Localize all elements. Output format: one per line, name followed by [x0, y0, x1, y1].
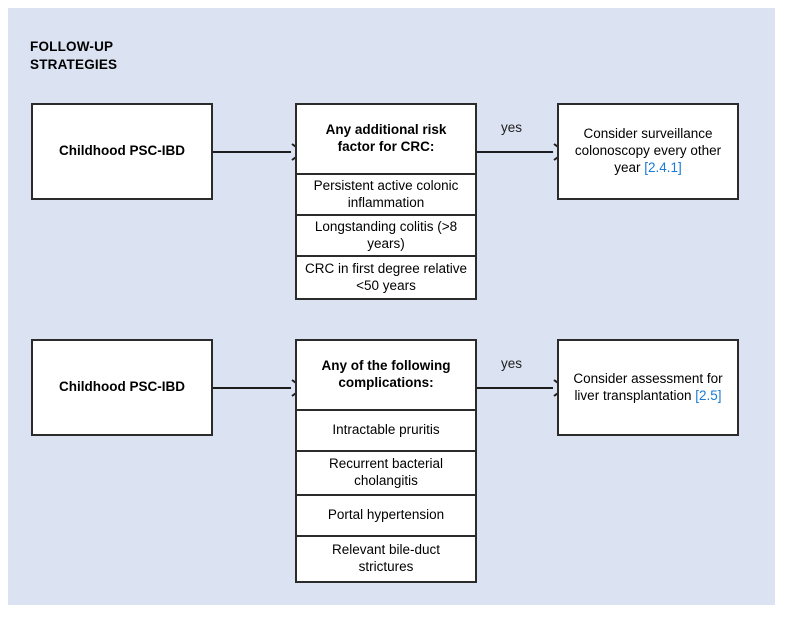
flow2-outcome-reference[interactable]: [2.5] [695, 387, 722, 403]
flow2-connector-decision-to-outcome [477, 387, 553, 389]
flow2-decision-stack[interactable]: Any of the following complications: Intr… [295, 339, 477, 583]
flow2-decision-item-2: Portal hypertension [297, 496, 475, 537]
flow2-decision-item-0: Intractable pruritis [297, 411, 475, 452]
diagram-panel: FOLLOW-UP STRATEGIES Childhood PSC-IBD A… [8, 8, 775, 605]
flow2-decision-header: Any of the following complications: [297, 341, 475, 411]
flow1-decision-header: Any additional risk factor for CRC: [297, 105, 475, 175]
flow2-start-label: Childhood PSC-IBD [59, 379, 185, 395]
flow2-edge-label-yes: yes [501, 356, 523, 371]
flow1-outcome-node[interactable]: Consider surveillance colonoscopy every … [557, 103, 739, 200]
flow1-decision-item-0: Persistent active colonic inflammation [297, 175, 475, 216]
flow1-decision-item-1: Longstanding colitis (>8 years) [297, 216, 475, 257]
flow2-outcome-text-wrapper: Consider assessment for liver transplant… [559, 371, 737, 405]
flow2-start-node[interactable]: Childhood PSC-IBD [31, 339, 213, 436]
flow2-connector-start-to-decision [213, 387, 291, 389]
flow2-outcome-text: Consider assessment for liver transplant… [573, 370, 723, 403]
flow2-decision-item-1: Recurrent bacterial cholangitis [297, 452, 475, 496]
page-title: FOLLOW-UP STRATEGIES [30, 39, 118, 73]
flow1-connector-decision-to-outcome [477, 151, 553, 153]
flow1-start-node[interactable]: Childhood PSC-IBD [31, 103, 213, 200]
flow1-start-label: Childhood PSC-IBD [59, 143, 185, 159]
flow1-decision-item-2: CRC in first degree relative <50 years [304, 260, 468, 293]
flow2-outcome-node[interactable]: Consider assessment for liver transplant… [557, 339, 739, 436]
flow1-connector-start-to-decision [213, 151, 291, 153]
flow1-edge-label-yes: yes [501, 120, 523, 135]
flow1-outcome-reference[interactable]: [2.4.1] [644, 159, 682, 175]
flow2-decision-item-3: Relevant bile-duct strictures [331, 542, 441, 574]
flow1-outcome-text: Consider surveillance colonoscopy every … [574, 126, 722, 175]
flow1-decision-stack[interactable]: Any additional risk factor for CRC: Pers… [295, 103, 477, 300]
flow1-outcome-text-wrapper: Consider surveillance colonoscopy every … [559, 126, 737, 177]
